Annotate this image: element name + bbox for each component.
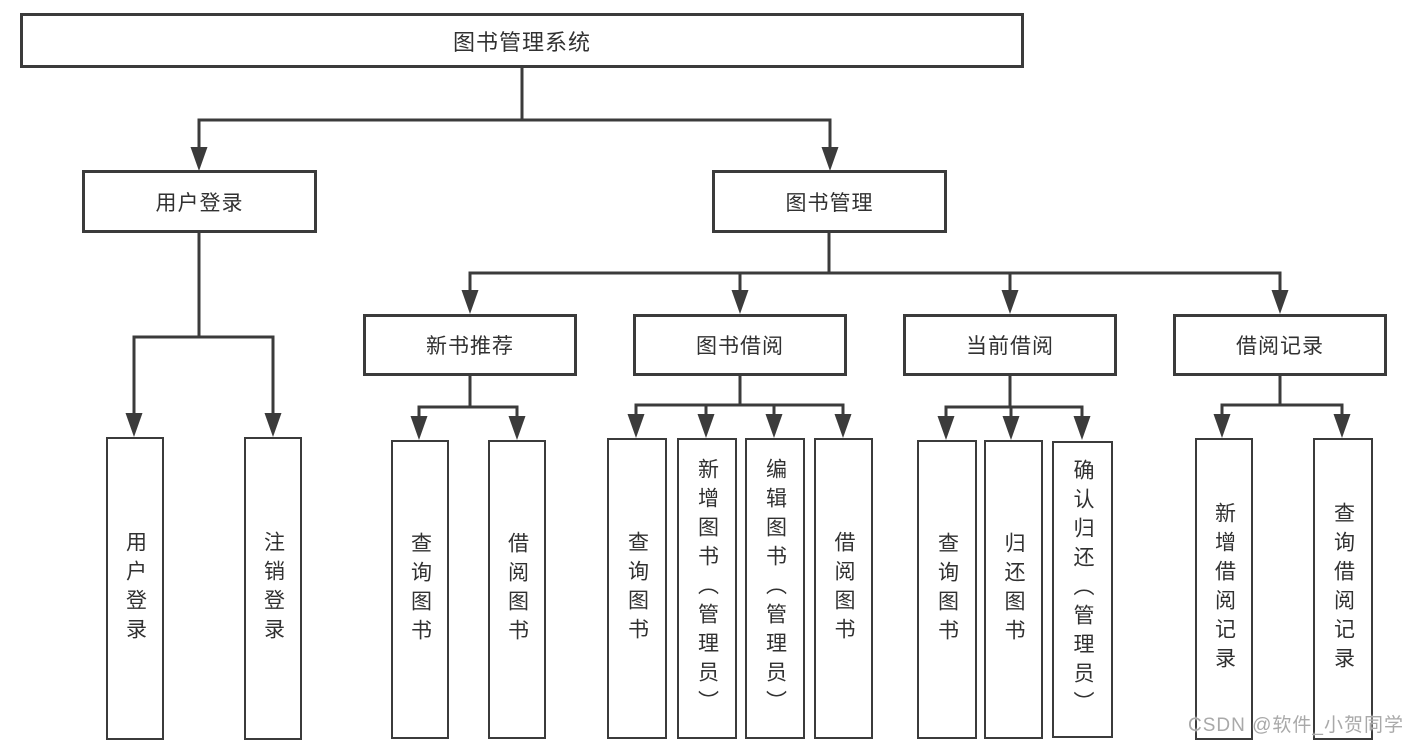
node-library-system-label: 图书管理系统 xyxy=(452,29,591,55)
leaf-query-borrow-record-label: 查询借阅记录 xyxy=(1331,502,1355,676)
leaf-user-login: 用户登录 xyxy=(106,437,164,740)
leaf-edit-book-admin: 编辑图书（管理员） xyxy=(745,438,805,739)
leaf-add-borrow-record-label: 新增借阅记录 xyxy=(1212,502,1236,676)
node-book-borrow-label: 图书借阅 xyxy=(696,335,784,358)
leaf-borrow-borrow-book-label: 借阅图书 xyxy=(832,530,855,647)
node-book-management-label: 图书管理 xyxy=(785,191,874,215)
node-current-borrow-label: 当前借阅 xyxy=(966,335,1054,358)
leaf-confirm-return-admin: 确认归还（管理员） xyxy=(1052,441,1113,738)
leaf-logout: 注销登录 xyxy=(244,437,302,740)
leaf-borrow-query-book: 查询图书 xyxy=(607,438,667,739)
leaf-add-borrow-record: 新增借阅记录 xyxy=(1195,438,1253,740)
node-user-login: 用户登录 xyxy=(82,170,317,233)
leaf-return-book-label: 归还图书 xyxy=(1002,531,1025,648)
leaf-recommend-borrow-book-label: 借阅图书 xyxy=(505,531,529,648)
leaf-recommend-query-book: 查询图书 xyxy=(391,440,449,739)
node-new-book-recommend-label: 新书推荐 xyxy=(426,335,514,358)
leaf-current-query-book-label: 查询图书 xyxy=(935,531,959,648)
csdn-watermark: CSDN @软件_小贺同学 xyxy=(1188,715,1404,736)
leaf-add-book-admin-label: 新增图书（管理员） xyxy=(695,458,719,719)
leaf-confirm-return-admin-label: 确认归还（管理员） xyxy=(1071,459,1094,720)
leaf-current-query-book: 查询图书 xyxy=(917,440,977,739)
leaf-borrow-borrow-book: 借阅图书 xyxy=(814,438,873,739)
leaf-return-book: 归还图书 xyxy=(984,440,1043,739)
leaf-logout-label: 注销登录 xyxy=(261,530,285,647)
leaf-query-borrow-record: 查询借阅记录 xyxy=(1313,438,1373,740)
node-book-borrow: 图书借阅 xyxy=(633,314,847,376)
node-borrow-record: 借阅记录 xyxy=(1173,314,1387,376)
node-library-system: 图书管理系统 xyxy=(20,13,1024,68)
node-new-book-recommend: 新书推荐 xyxy=(363,314,577,376)
leaf-recommend-borrow-book: 借阅图书 xyxy=(488,440,546,739)
node-borrow-record-label: 借阅记录 xyxy=(1236,335,1324,358)
node-current-borrow: 当前借阅 xyxy=(903,314,1117,376)
leaf-borrow-query-book-label: 查询图书 xyxy=(625,530,649,647)
leaf-recommend-query-book-label: 查询图书 xyxy=(408,531,432,648)
node-user-login-label: 用户登录 xyxy=(155,191,244,215)
leaf-add-book-admin: 新增图书（管理员） xyxy=(677,438,737,739)
leaf-user-login-label: 用户登录 xyxy=(123,530,147,647)
leaf-edit-book-admin-label: 编辑图书（管理员） xyxy=(763,458,787,719)
node-book-management: 图书管理 xyxy=(712,170,947,233)
